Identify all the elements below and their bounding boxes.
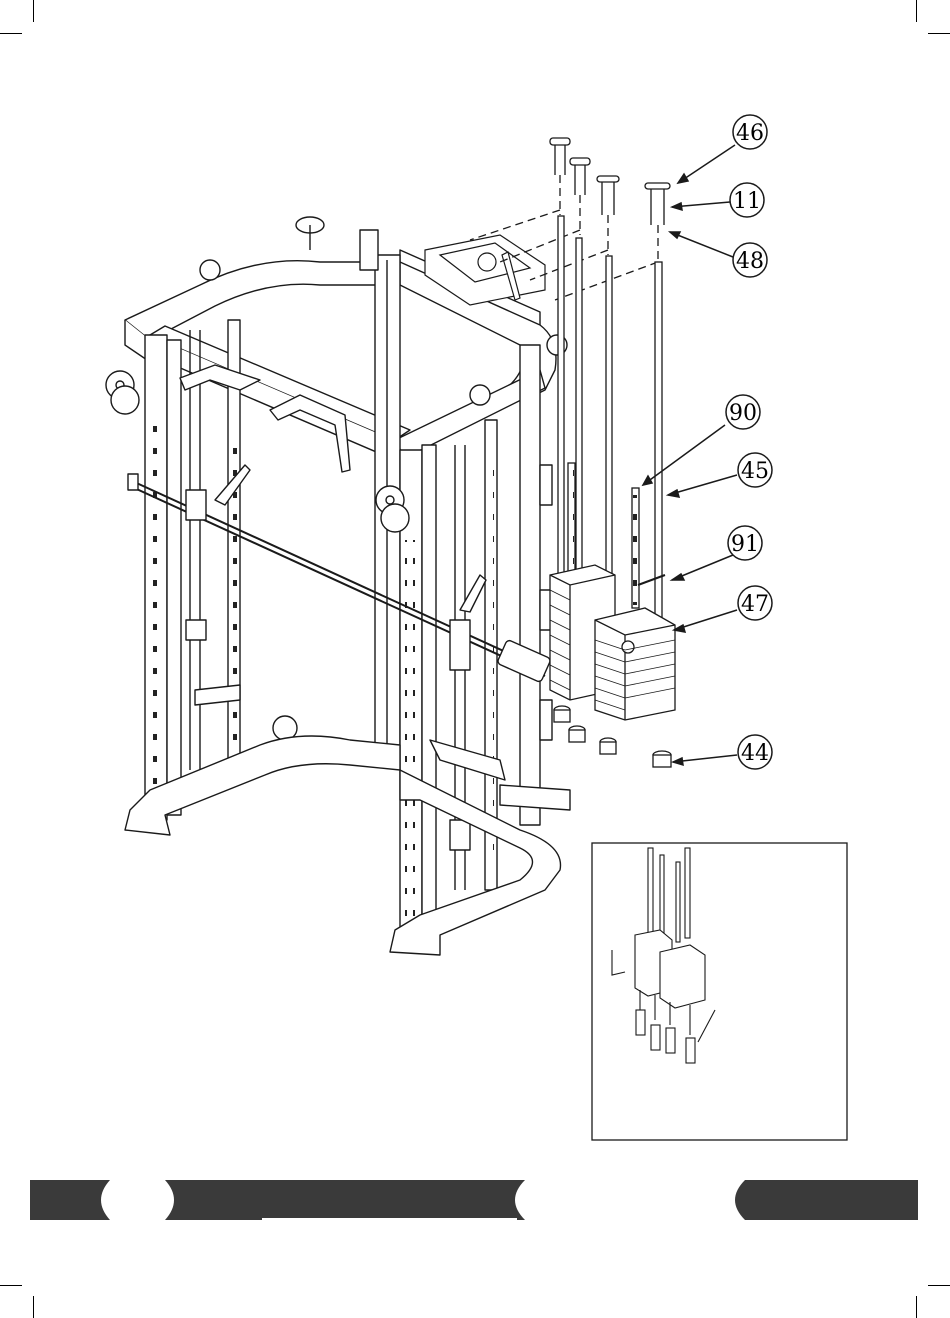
callout-91: 91 xyxy=(728,526,762,560)
footer-band xyxy=(30,1180,918,1221)
machine-frame-icon xyxy=(106,217,570,955)
callout-48-label: 48 xyxy=(736,249,764,274)
weight-stack-icon xyxy=(470,138,675,767)
callout-47-label: 47 xyxy=(741,592,769,617)
callout-90: 90 xyxy=(726,395,760,429)
callout-11-label: 11 xyxy=(733,189,761,214)
callout-48: 48 xyxy=(733,243,767,277)
callout-90-label: 90 xyxy=(729,401,757,426)
callout-91-label: 91 xyxy=(731,532,759,557)
callout-46-label: 46 xyxy=(736,121,764,146)
callout-46: 46 xyxy=(733,115,767,149)
callout-44-label: 44 xyxy=(741,741,769,766)
callout-47: 47 xyxy=(738,586,772,620)
callout-44: 44 xyxy=(738,735,772,769)
inset-detail-icon xyxy=(592,843,847,1140)
callout-45: 45 xyxy=(738,453,772,487)
callout-11: 11 xyxy=(730,183,764,217)
callout-45-label: 45 xyxy=(741,459,769,484)
